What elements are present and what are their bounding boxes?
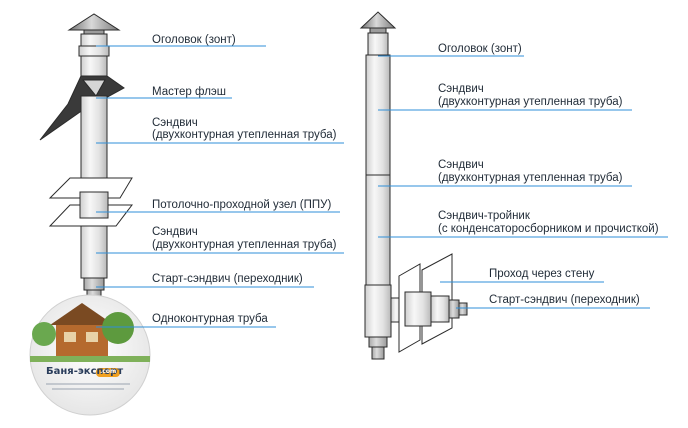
label-left-sandwich-1-title: Сэндвич <box>152 117 198 129</box>
label-right-wall-pass: Проход через стену <box>489 268 595 280</box>
label-left-single-pipe: Одноконтурная труба <box>152 313 268 325</box>
left-leader-lines <box>96 45 344 328</box>
label-left-ceiling-pass: Потолочно-проходной узел (ППУ) <box>152 199 332 211</box>
label-left-cap: Оголовок (зонт) <box>152 34 236 46</box>
label-left-master-flash: Мастер флэш <box>152 86 226 98</box>
label-right-sandwich-2-title: Сэндвич <box>438 159 484 171</box>
label-left-sandwich-1-desc: (двухконтурная утепленная труба) <box>152 129 337 141</box>
label-right-cap: Оголовок (зонт) <box>438 43 522 55</box>
logo-brand: Баня-эксперт <box>46 366 124 377</box>
logo <box>29 294 151 416</box>
left-ceiling-plate-icon <box>48 177 133 199</box>
label-right-tee-title: Сэндвич-тройник <box>438 210 530 222</box>
right-cap-icon <box>359 11 397 29</box>
right-chimney <box>359 11 468 360</box>
right-tee-icon <box>364 284 392 338</box>
right-leader-lines <box>378 55 668 309</box>
label-right-tee-desc: (с конденсатоpосборником и прочисткой) <box>438 223 659 235</box>
label-right-sandwich-1-title: Сэндвич <box>438 83 484 95</box>
label-left-start-sandwich: Старт-сэндвич (переходник) <box>152 273 303 285</box>
label-right-sandwich-1-desc: (двухконтурная утепленная труба) <box>438 96 623 108</box>
left-chimney <box>39 13 134 341</box>
label-left-sandwich-2-desc: (двухконтурная утепленная труба) <box>152 239 337 251</box>
left-cap-icon <box>67 13 121 31</box>
label-right-sandwich-2-desc: (двухконтурная утепленная труба) <box>438 172 623 184</box>
label-left-sandwich-2-title: Сэндвич <box>152 226 198 238</box>
logo-badge: .com <box>100 368 117 375</box>
label-right-start-sandwich: Старт-сэндвич (переходник) <box>489 294 640 306</box>
